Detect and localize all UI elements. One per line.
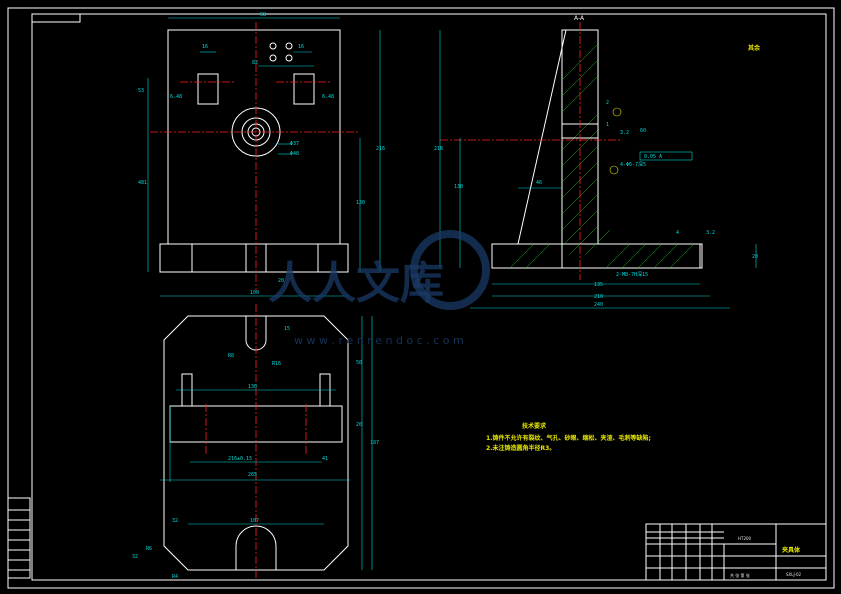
sec-dim-1: 1	[606, 122, 609, 128]
sec-dim-210: 210	[594, 294, 603, 300]
sec-dim-32a: 3.2	[620, 130, 629, 136]
tech-req-line-2: 2.未注铸造圆角半径R3。	[486, 444, 555, 452]
sec-dim-46: 46	[536, 180, 542, 186]
top-dim-265: 265	[248, 472, 257, 478]
top-dim-130: 130	[248, 384, 257, 390]
sec-dim-32b: 3.2	[706, 230, 715, 236]
front-dim-58: 58	[260, 12, 266, 18]
front-dim-16a: 16	[202, 44, 208, 50]
top-dim-187: 187	[370, 440, 379, 446]
watermark-text: 人人文库	[268, 258, 444, 309]
top-dim-216: 216±0.15	[228, 456, 252, 462]
front-dim-phi48: Φ48	[290, 151, 299, 157]
front-dim-648a: 6.48	[170, 94, 182, 100]
front-dim-phi37: Φ37	[290, 141, 299, 147]
title-block-sheet: 共 张 第 张	[730, 572, 750, 578]
left-revision-block	[7, 497, 31, 579]
section-label: A-A	[574, 15, 585, 22]
sec-dim-240: 240	[594, 302, 603, 308]
top-dim-r6: R6	[146, 546, 152, 552]
front-dim-82: 82	[252, 60, 258, 66]
front-dim-648b: 6.48	[322, 94, 334, 100]
watermark-url: w w w . r e n r e n d o c . c o m	[294, 334, 464, 347]
sec-dim-135: 135	[594, 282, 603, 288]
top-dim-50: 50	[356, 360, 362, 366]
top-dim-107: 107	[250, 518, 259, 524]
roughness-note: 其余	[748, 44, 761, 52]
top-dim-32b: 32	[132, 554, 138, 560]
tolerance-box	[639, 151, 693, 161]
sec-dim-4: 4	[676, 230, 679, 236]
top-dim-32a: 32	[172, 518, 178, 524]
front-dim-100: 100	[250, 290, 259, 296]
tech-req-line-1: 1.铸件不允许有裂纹、气孔、砂眼、缩松、夹渣、毛刺等缺陷;	[486, 434, 651, 442]
sec-dim-130: 130	[454, 184, 463, 190]
watermark-logo	[410, 230, 490, 310]
top-dim-20: 20	[356, 422, 362, 428]
inner-frame	[31, 13, 827, 581]
sec-hole-note-a: 4-Φ6-7深5	[620, 161, 646, 168]
sec-dim-2: 2	[606, 100, 609, 106]
front-dim-216: 216	[376, 146, 385, 152]
sec-dim-20: 20	[752, 254, 758, 260]
tolerance-box-text: 0.05 A	[644, 154, 662, 160]
top-dim-r16: R16	[272, 361, 281, 367]
tech-req-title: 技术要求	[522, 422, 547, 430]
corner-tag	[31, 13, 81, 23]
front-dim-16b: 16	[298, 44, 304, 50]
outer-frame	[7, 7, 835, 589]
title-block-name: 夹具体	[782, 546, 801, 554]
front-dim-20: 20	[278, 278, 284, 284]
sec-dim-216: 216	[434, 146, 443, 152]
top-dim-r8: R8	[228, 353, 234, 359]
title-block	[645, 523, 827, 581]
front-dim-481: 481	[138, 180, 147, 186]
top-dim-41: 41	[322, 456, 328, 462]
sec-hole-note-b: 2-M8-7H深15	[616, 271, 648, 278]
top-dim-r4: R4	[172, 574, 178, 580]
front-dim-130: 130	[356, 200, 365, 206]
section-view	[439, 22, 757, 309]
title-block-material: HT200	[738, 536, 752, 541]
top-view	[160, 304, 373, 580]
front-view	[147, 17, 381, 297]
title-block-code: SXLJ-02	[786, 572, 802, 577]
front-dim-53: 53	[138, 88, 144, 94]
top-dim-15: 15	[284, 326, 290, 332]
sec-dim-60: 60	[640, 128, 646, 134]
